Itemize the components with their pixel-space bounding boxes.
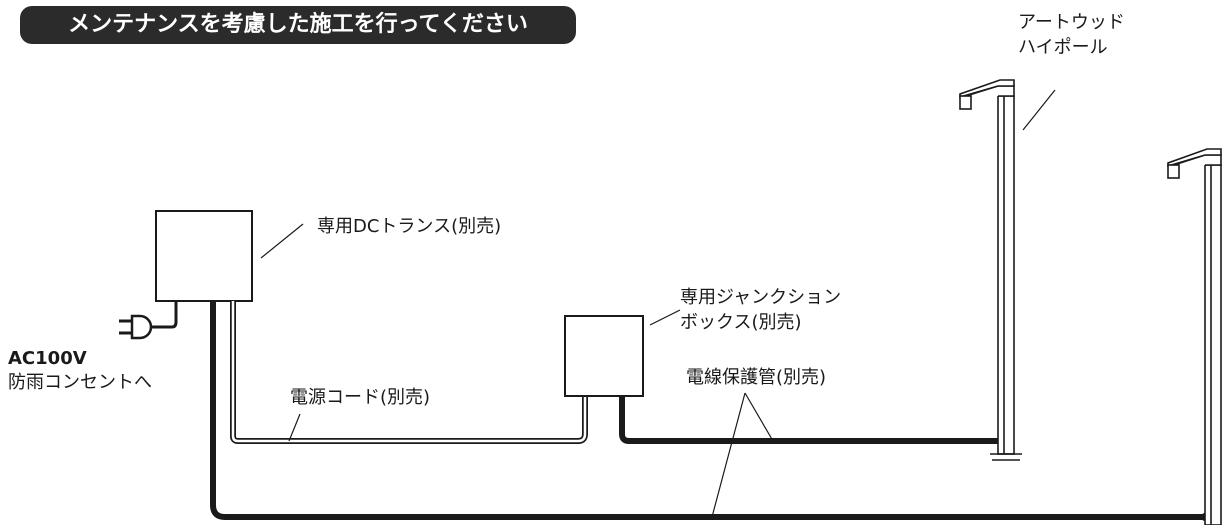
leader-power-cord — [288, 413, 301, 442]
high-pole-2 — [1167, 148, 1222, 525]
plug-icon — [119, 300, 178, 340]
leader-junction — [649, 309, 681, 326]
high-pole-1 — [959, 79, 1022, 461]
outlet-label-line1: AC100V — [8, 348, 87, 369]
maintenance-banner: メンテナンスを考慮した施工を行ってください — [20, 6, 576, 44]
power-cord-label: 電源コード(別売) — [290, 387, 431, 408]
power-cord — [230, 301, 588, 444]
pole-label-line1: アートウッド — [1018, 12, 1125, 33]
leader-transformer — [260, 223, 304, 259]
conduit-short — [619, 396, 1000, 444]
dc-transformer-box — [155, 210, 253, 302]
transformer-label: 専用DCトランス(別売) — [317, 216, 502, 237]
junction-label-line2: ボックス(別売) — [680, 312, 802, 333]
conduit-long — [210, 301, 1206, 520]
pole-label-line2: ハイポール — [1018, 37, 1108, 58]
leader-conduit-b — [711, 392, 746, 518]
leader-pole — [1022, 89, 1056, 131]
junction-label-line1: 専用ジャンクション — [680, 287, 842, 308]
conduit-label: 電線保護管(別売) — [686, 367, 827, 388]
outlet-label-line2: 防雨コンセントへ — [8, 372, 152, 393]
leader-conduit-a — [744, 392, 774, 442]
junction-box — [564, 315, 644, 397]
